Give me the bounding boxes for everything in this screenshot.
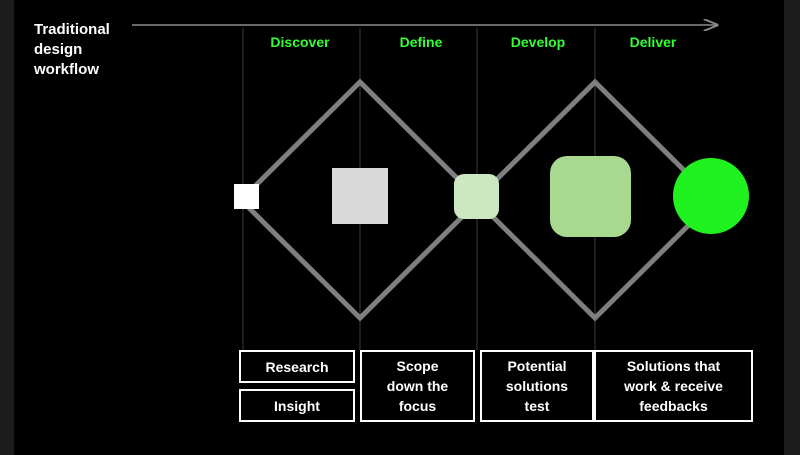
phase-label-deliver: Deliver xyxy=(629,34,677,50)
research-box: Research xyxy=(239,350,355,383)
slide: Traditional design workflow Discover Def… xyxy=(14,0,784,455)
white-square xyxy=(234,184,259,209)
scope-box: Scope down the focus xyxy=(360,350,475,422)
green-rounded-square xyxy=(550,156,631,237)
insight-box: Insight xyxy=(239,389,355,422)
diagram-title: Traditional design workflow xyxy=(34,21,110,78)
phase-label-develop: Develop xyxy=(510,34,566,50)
develop-deliver-diamond xyxy=(472,78,718,322)
phase-label-define: Define xyxy=(399,34,443,50)
discover-define-diamond xyxy=(237,78,483,322)
phase-label-discover: Discover xyxy=(270,34,330,50)
light-gray-square xyxy=(332,168,388,224)
potential-solutions-box: Potential solutions test xyxy=(480,350,594,422)
solutions-box: Solutions that work & receive feedbacks xyxy=(594,350,753,422)
bright-green-circle xyxy=(673,158,749,234)
double-diamond-diagram xyxy=(132,0,749,350)
pale-green-rounded-square xyxy=(454,174,499,219)
